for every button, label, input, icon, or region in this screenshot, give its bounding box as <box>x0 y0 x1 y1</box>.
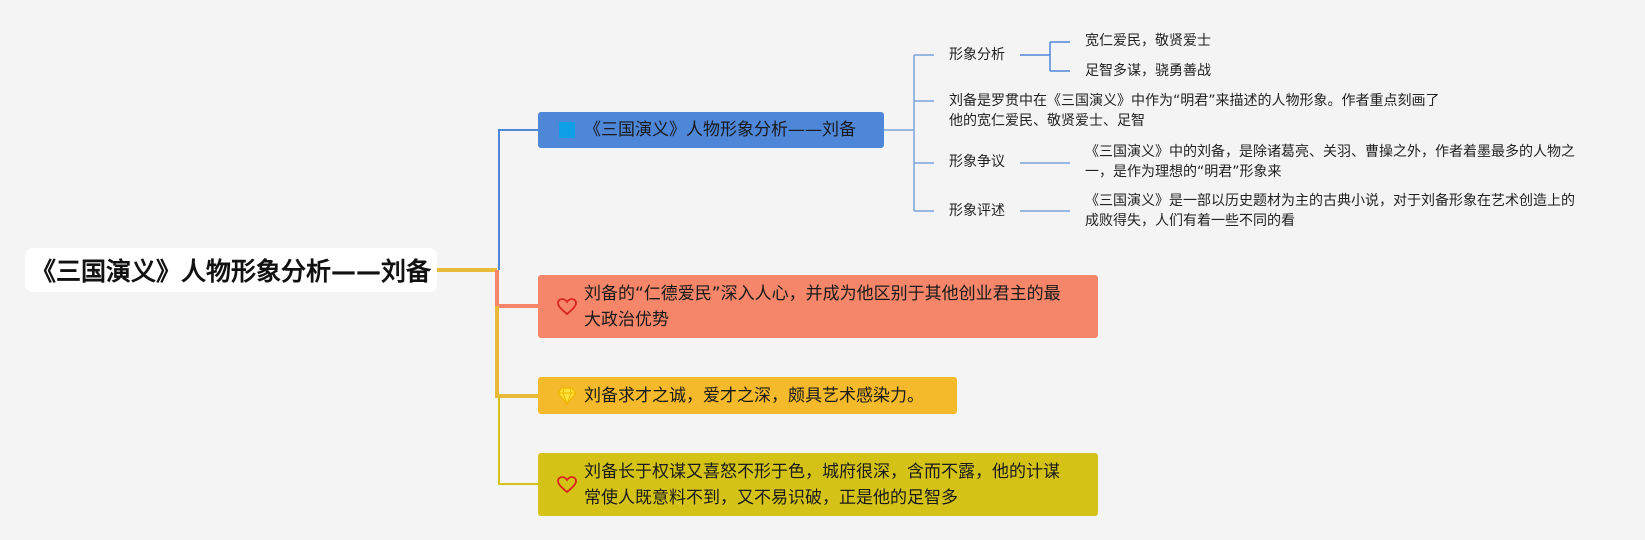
gem-icon <box>556 385 578 407</box>
topic-strategy[interactable]: 刘备长于权谋又喜怒不形于色，城府很深，含而不露，他的计谋常使人既意料不到，又不易… <box>538 453 1098 516</box>
leaf-label: 《三国演义》中的刘备，是除诸葛亮、关羽、曹操之外，作者着墨最多的人物之一，是作为… <box>1085 144 1575 180</box>
topic-label: 《三国演义》人物形象分析——刘备 <box>584 120 856 140</box>
subtopic-connector <box>884 54 934 212</box>
leaf-label: 宽仁爱民，敬贤爱士 <box>1085 33 1211 49</box>
topic-label: 刘备长于权谋又喜怒不形于色，城府很深，含而不露，他的计谋常使人既意料不到，又不易… <box>584 461 1060 508</box>
topic-label: 刘备求才之诚，爱才之深，颇具艺术感染力。 <box>584 385 924 406</box>
subtopic-label: 形象争议 <box>949 154 1005 170</box>
subtopic-image-analysis[interactable]: 形象分析 <box>949 45 1005 65</box>
blue-square-icon <box>556 119 578 141</box>
topic-liubei-analysis[interactable]: 《三国演义》人物形象分析——刘备 <box>538 112 884 148</box>
leaf-label: 《三国演义》是一部以历史题材为主的古典小说，对于刘备形象在艺术创造上的成败得失，… <box>1085 193 1575 229</box>
leaf-item[interactable]: 足智多谋，骁勇善战 <box>1085 61 1211 81</box>
topic-label: 刘备的“仁德爱民”深入人心，并成为他区别于其他创业君主的最大政治优势 <box>584 283 1061 330</box>
subtopic-label: 刘备是罗贯中在《三国演义》中作为“明君”来描述的人物形象。作者重点刻画了他的宽仁… <box>949 93 1440 129</box>
subtopic-label: 形象分析 <box>949 47 1005 63</box>
subtopic-label: 形象评述 <box>949 203 1005 219</box>
branch-connector-1 <box>498 129 538 270</box>
subtopic-image-review[interactable]: 形象评述 <box>949 201 1005 221</box>
subtopic-image-controversy[interactable]: 形象争议 <box>949 152 1005 172</box>
subtopic-description[interactable]: 刘备是罗贯中在《三国演义》中作为“明君”来描述的人物形象。作者重点刻画了他的宽仁… <box>949 91 1449 131</box>
branch-connector-3 <box>495 306 538 398</box>
topic-talent[interactable]: 刘备求才之诚，爱才之深，颇具艺术感染力。 <box>538 377 957 414</box>
root-topic[interactable]: 《三国演义》人物形象分析——刘备 <box>25 248 437 292</box>
leaf-item[interactable]: 宽仁爱民，敬贤爱士 <box>1085 31 1211 51</box>
leaf-item[interactable]: 《三国演义》是一部以历史题材为主的古典小说，对于刘备形象在艺术创造上的成败得失，… <box>1085 191 1580 231</box>
leaf-connector-1 <box>1020 41 1070 72</box>
topic-benevolence[interactable]: 刘备的“仁德爱民”深入人心，并成为他区别于其他创业君主的最大政治优势 <box>538 275 1098 338</box>
heart-icon <box>556 474 578 496</box>
leaf-label: 足智多谋，骁勇善战 <box>1085 63 1211 79</box>
root-topic-label: 《三国演义》人物形象分析——刘备 <box>30 257 431 286</box>
leaf-item[interactable]: 《三国演义》中的刘备，是除诸葛亮、关羽、曹操之外，作者着墨最多的人物之一，是作为… <box>1085 142 1580 182</box>
branch-connector-4 <box>498 396 538 485</box>
branch-connector-2 <box>495 270 538 308</box>
heart-icon <box>556 296 578 318</box>
